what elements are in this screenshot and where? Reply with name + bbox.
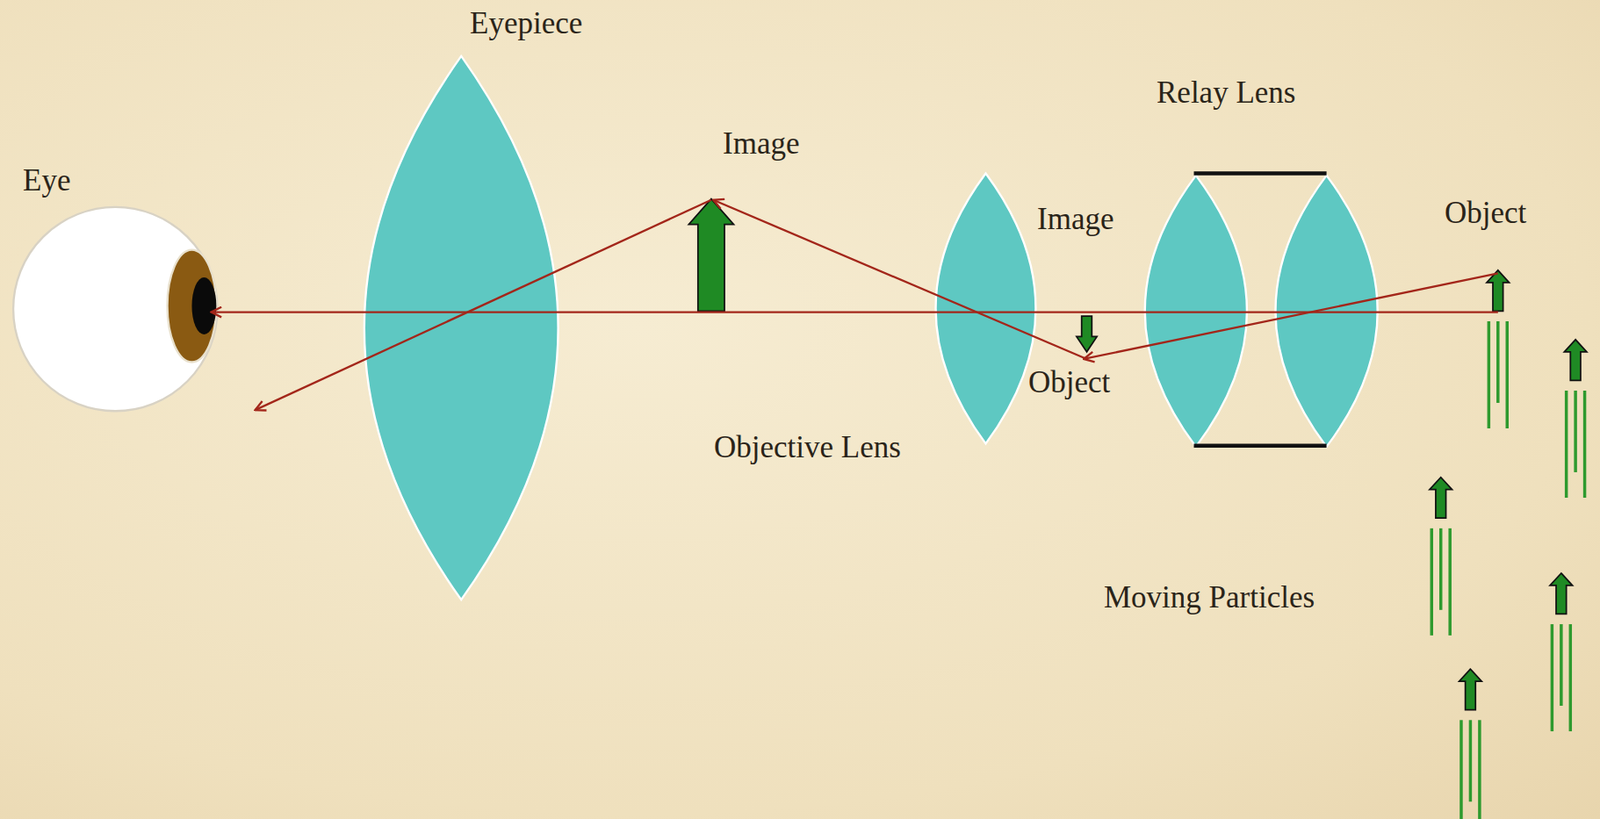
part-label: Object	[1028, 365, 1110, 401]
particle	[1459, 669, 1483, 819]
part-label: Objective Lens	[713, 430, 901, 466]
eyepiece-lens	[364, 56, 559, 600]
particle	[1563, 339, 1587, 498]
part-label: Image	[722, 126, 800, 162]
particle	[1549, 573, 1573, 732]
part-label: Eye	[22, 163, 71, 199]
part-label: Eyepiece	[469, 6, 583, 42]
particle	[1486, 270, 1510, 429]
objective-lens	[936, 173, 1037, 445]
relay-tube	[1194, 443, 1327, 448]
part-label: Relay Lens	[1156, 75, 1296, 111]
part-label: Image	[1037, 201, 1114, 238]
particle	[1429, 477, 1453, 636]
part-label: Object	[1444, 195, 1527, 231]
light-ray	[254, 200, 711, 411]
relay-tube	[1194, 171, 1327, 176]
light-ray	[1083, 273, 1499, 360]
eye	[13, 207, 217, 411]
part-label: Moving Particles	[1103, 580, 1315, 616]
light-ray	[713, 200, 1087, 360]
image-arrow	[1076, 316, 1097, 353]
image-arrow	[688, 199, 734, 312]
